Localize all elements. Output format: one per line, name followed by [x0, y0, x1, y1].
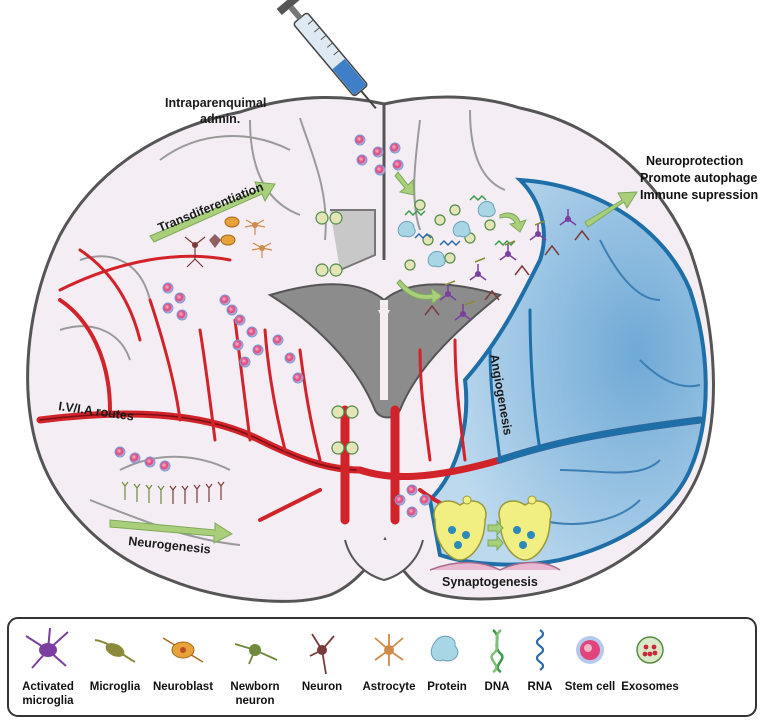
- to-lesion-arrow-1: [394, 171, 415, 196]
- legend-label: microglia: [22, 695, 74, 707]
- stem-cells: [114, 134, 431, 518]
- injection-label-line2: admin.: [200, 112, 240, 126]
- syringe-icon: [276, 0, 377, 110]
- legend-item: Activated microglia: [22, 627, 74, 707]
- arrows: [109, 171, 638, 552]
- neuroblast-icon: [162, 637, 204, 663]
- legend-label: Neuron: [302, 681, 342, 693]
- legend-item: Exosomes: [621, 636, 679, 693]
- newborn-neuron-icon: [234, 643, 278, 665]
- to-lesion-arrow-3: [396, 279, 443, 306]
- brain-section: [26, 95, 715, 603]
- transdifferentiation-cells: [184, 216, 273, 268]
- stem-cell-icon: [576, 636, 604, 664]
- legend-item: Newborn neuron: [230, 643, 280, 707]
- neurogenesis-arrow: [109, 519, 234, 544]
- synapses: [429, 495, 561, 571]
- effect-immune: Immune supression: [640, 188, 758, 202]
- legend-label: neuron: [236, 695, 275, 707]
- legend-item: DNA: [485, 629, 510, 693]
- legend-item: RNA: [528, 629, 553, 693]
- proteins: [397, 200, 496, 268]
- neurogenesis-cells: [121, 481, 225, 504]
- transdifferentiation-arrow: [149, 181, 276, 243]
- astrocyte-icon: [374, 634, 404, 666]
- activated-microglia-band: [424, 209, 590, 321]
- legend-item: Protein: [427, 635, 467, 693]
- legend-label: Newborn: [230, 681, 279, 693]
- legend-label: Activated: [22, 681, 74, 693]
- neuron-icon: [309, 633, 335, 675]
- legend-item: Stem cell: [565, 636, 616, 693]
- legend-item: Neuroblast: [153, 637, 213, 693]
- legend-label: RNA: [528, 681, 553, 693]
- legend-item: Neuron: [302, 633, 342, 693]
- to-lesion-arrow-2: [499, 212, 527, 233]
- legend-label: Neuroblast: [153, 681, 213, 693]
- legend-item: Astrocyte: [362, 634, 416, 693]
- rna-icon: [535, 629, 545, 671]
- synapse-arrow: [487, 519, 504, 537]
- legend-label: Astrocyte: [362, 681, 415, 693]
- effects-arrow: [584, 191, 638, 228]
- activated-microglia-icon: [25, 627, 69, 669]
- legend-label: Protein: [427, 681, 467, 693]
- nucleic-acids: [404, 194, 516, 247]
- exosomes: [315, 199, 496, 455]
- legend-item: Microglia: [90, 639, 141, 693]
- legend-label: Stem cell: [565, 681, 616, 693]
- effect-neuroprotection: Neuroprotection: [646, 154, 743, 168]
- protein-icon: [430, 635, 459, 662]
- legend-label: DNA: [485, 681, 510, 693]
- legend: Activated microglia Microglia Neuroblast New…: [7, 617, 757, 717]
- dna-icon: [490, 629, 504, 674]
- injection-label-line1: Intraparenquimal: [165, 96, 266, 110]
- exosomes-icon: [636, 636, 664, 664]
- effect-autophage: Promote autophage: [640, 171, 757, 185]
- legend-label: Microglia: [90, 681, 141, 693]
- legend-label: Exosomes: [621, 681, 679, 693]
- microglia-icon: [94, 639, 136, 663]
- synaptogenesis-label: Synaptogenesis: [442, 575, 538, 589]
